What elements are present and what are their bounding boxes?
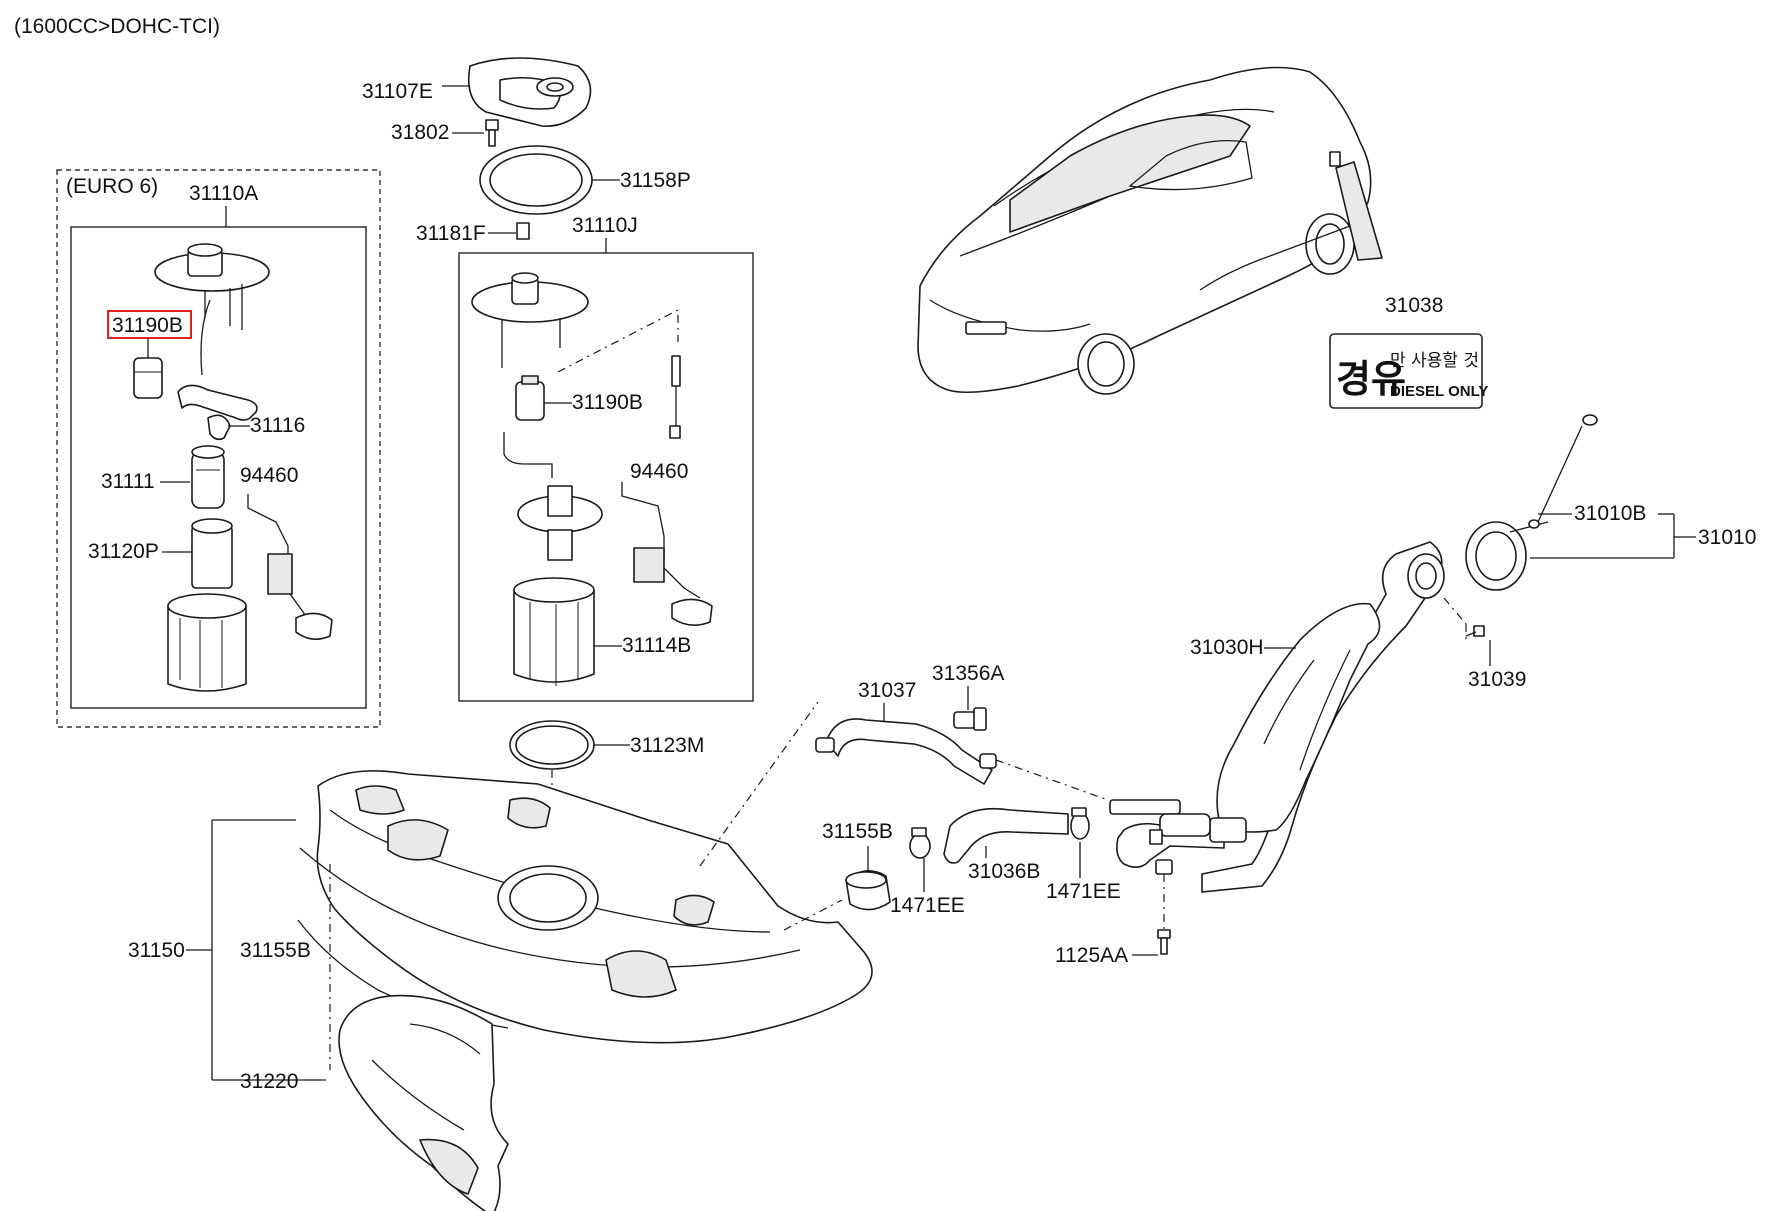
main-fuel-level-sender (621, 482, 713, 626)
part-label-31030H[interactable]: 31030H (1190, 636, 1264, 659)
euro-pump-reservoir (167, 593, 247, 692)
part-label-31039[interactable]: 31039 (1468, 668, 1526, 691)
fuel-cap-31010B (1465, 414, 1598, 591)
euro-fuel-level-sender (247, 494, 333, 640)
main-pump-flange (471, 272, 589, 368)
part-label-31037[interactable]: 31037 (858, 679, 916, 702)
bracket-screw-1125AA (1155, 859, 1173, 955)
hose-31036B (943, 807, 1069, 864)
euro6-pump-assembly-box (70, 226, 367, 709)
engine-code-heading: (1600CC>DOHC-TCI) (14, 15, 220, 38)
main-reservoir-31114B (513, 577, 595, 686)
screw-31039 (1465, 625, 1485, 637)
part-label-1125AA[interactable]: 1125AA (1055, 944, 1128, 967)
pump-cover-plate (467, 57, 592, 127)
part-label-31190B-euro[interactable]: 31190B (112, 314, 183, 337)
vent-hose-31037 (815, 718, 997, 785)
clamp-1471EE-left (909, 827, 931, 859)
part-label-31107E[interactable]: 31107E (362, 80, 433, 103)
part-label-1471EE-right[interactable]: 1471EE (1046, 880, 1121, 903)
part-label-31802[interactable]: 31802 (391, 121, 449, 144)
euro-fuel-filter (191, 518, 233, 589)
filler-neck-31030H (1149, 541, 1445, 893)
sticker-big-glyph: 경유 (1336, 357, 1406, 401)
sticker-english-text: DIESEL ONLY (1390, 383, 1488, 400)
part-label-31181F[interactable]: 31181F (416, 222, 486, 245)
clamp-1471EE-right (1070, 807, 1090, 840)
part-label-31036B[interactable]: 31036B (968, 860, 1040, 883)
part-label-31120P[interactable]: 31120P (88, 540, 159, 563)
euro6-label: (EURO 6) (66, 175, 158, 198)
part-label-31111[interactable]: 31111 (101, 470, 155, 493)
main-pump-body (517, 485, 603, 561)
euro-pressure-regulator (133, 357, 163, 399)
part-label-1471EE-left[interactable]: 1471EE (890, 894, 965, 917)
tank-seal-ring-31123M (509, 720, 595, 770)
clip-31356A (953, 707, 987, 731)
highlight-box-31190B (107, 310, 192, 339)
grommet-31155B (845, 870, 891, 911)
wire-leader (557, 309, 679, 373)
part-label-31038[interactable]: 31038 (1385, 294, 1443, 317)
part-label-31110A[interactable]: 31110A (189, 182, 258, 205)
diesel-only-sticker (1329, 333, 1483, 409)
connector-31181F (516, 222, 530, 240)
part-label-31150[interactable]: 31150 (128, 939, 185, 962)
part-label-31190B-main[interactable]: 31190B (572, 391, 643, 414)
part-label-31158P[interactable]: 31158P (620, 169, 691, 192)
part-label-31123M[interactable]: 31123M (630, 734, 704, 757)
part-label-31114B[interactable]: 31114B (622, 634, 691, 657)
part-label-31356A[interactable]: 31356A (932, 662, 1004, 685)
fuel-tank-31150 (297, 770, 873, 1044)
part-label-31155B-bottom[interactable]: 31155B (240, 939, 311, 962)
euro-fuel-hose (177, 384, 258, 421)
part-label-31010B[interactable]: 31010B (1574, 502, 1646, 525)
part-label-94460-main[interactable]: 94460 (630, 460, 688, 483)
main-sender-rod (669, 355, 681, 439)
part-label-31010[interactable]: 31010 (1698, 526, 1756, 549)
part-label-31155B-top[interactable]: 31155B (822, 820, 893, 843)
pump-gasket-31158P (479, 145, 593, 215)
bolt-31802 (485, 119, 499, 147)
euro-pump-flange (154, 243, 270, 376)
sticker-korean-text: 만 사용할 것 (1390, 351, 1479, 371)
main-fuel-line (503, 432, 553, 478)
main-pump-assembly-box (458, 252, 754, 702)
heat-shield-31220 (338, 994, 509, 1211)
car-illustration (917, 66, 1383, 395)
part-label-31220[interactable]: 31220 (240, 1070, 298, 1093)
part-label-31110J[interactable]: 31110J (572, 214, 638, 237)
main-pressure-regulator (515, 375, 545, 421)
part-label-31116[interactable]: 31116 (250, 414, 305, 437)
euro-fuel-pump-motor (191, 445, 225, 509)
part-label-94460-euro[interactable]: 94460 (240, 464, 298, 487)
